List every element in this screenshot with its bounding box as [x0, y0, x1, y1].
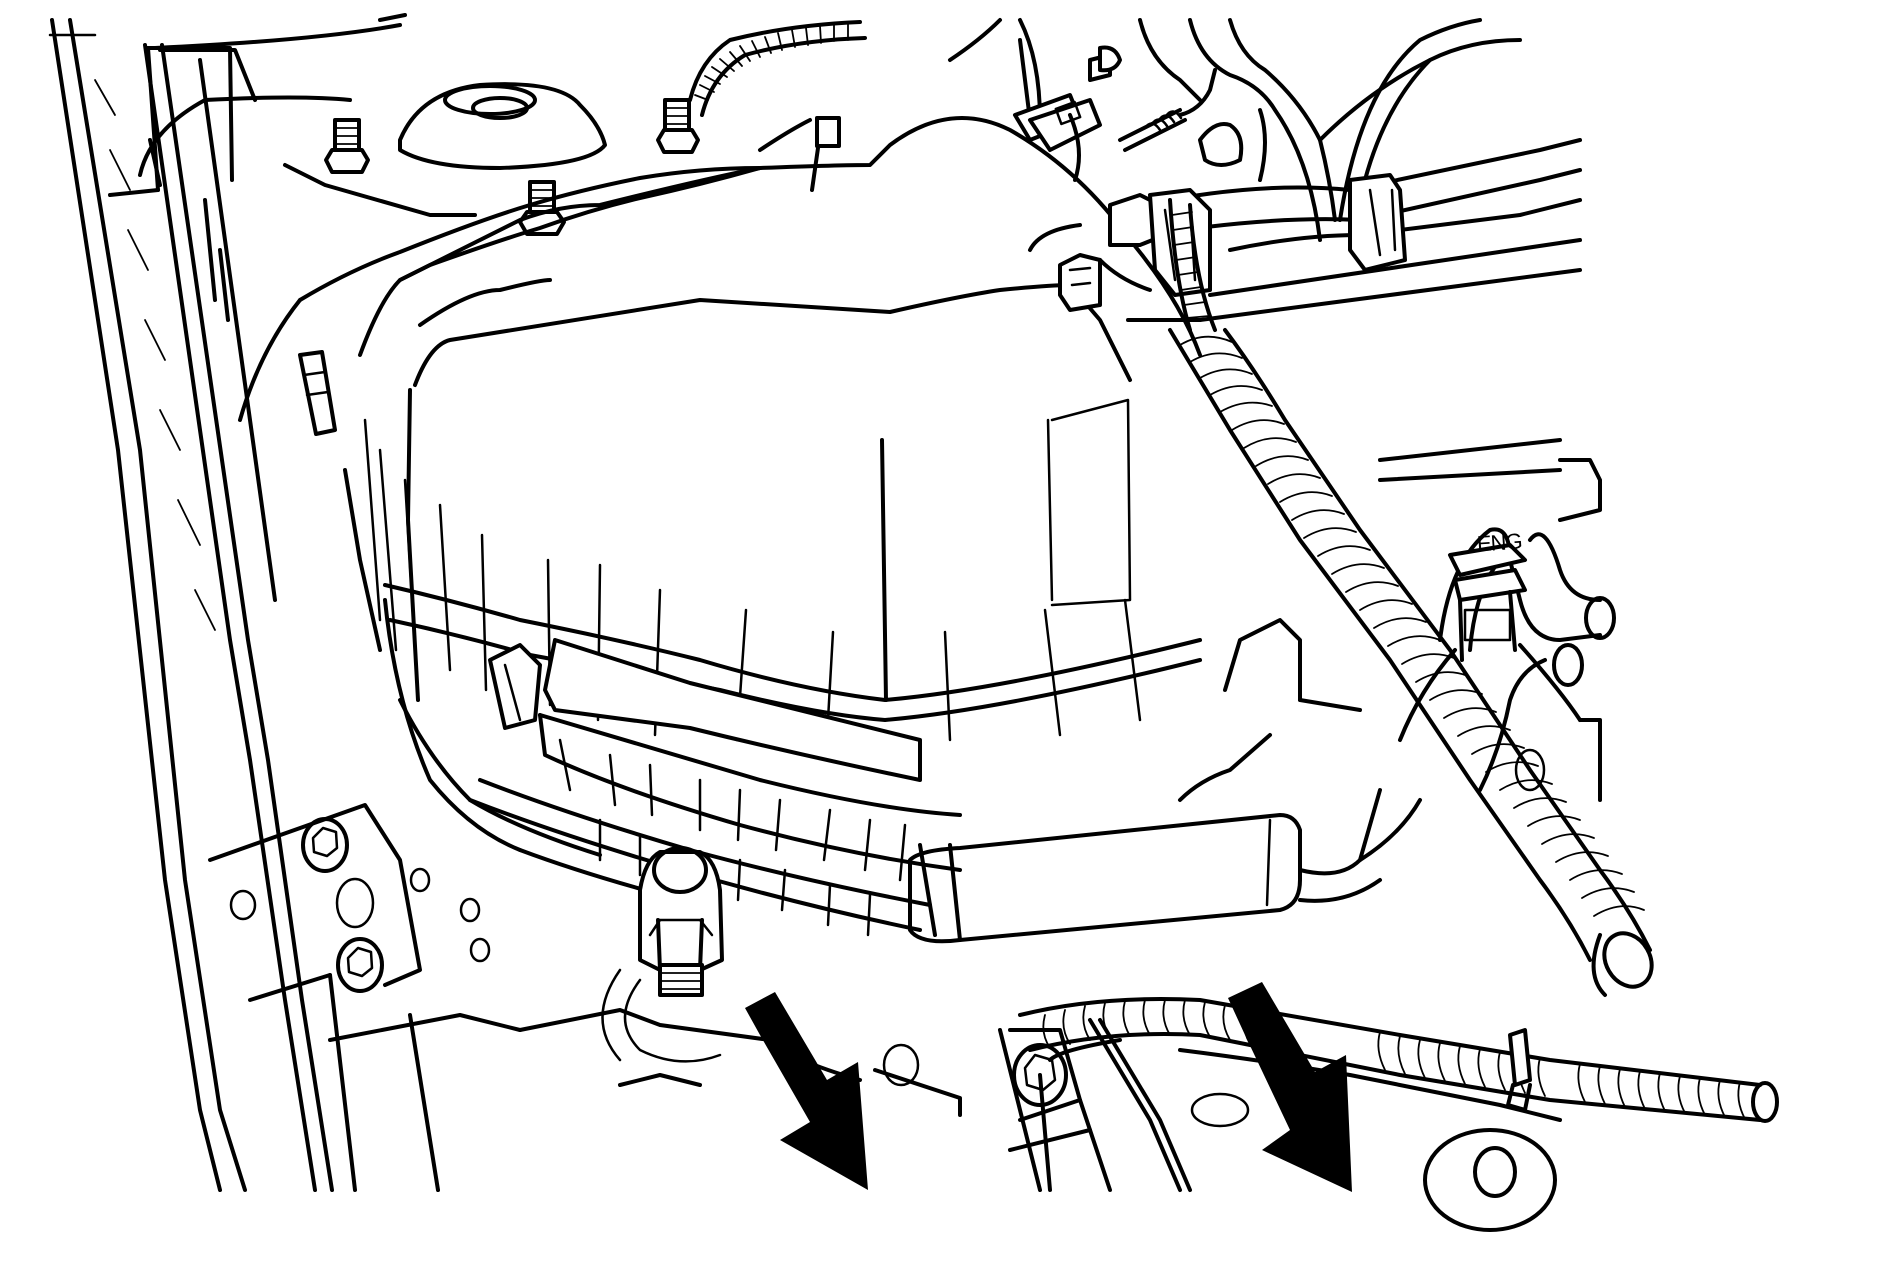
- large-nut: [601, 846, 724, 1063]
- housing-ribs: [343, 418, 1202, 757]
- removal-direction-arrow-left: [745, 992, 868, 1190]
- bracket-holes: [229, 867, 491, 963]
- air-cleaner-cover: [238, 116, 1202, 702]
- fender-rail: [48, 18, 440, 1192]
- eng-label: ENG: [1476, 528, 1523, 557]
- bottom-harness: [1018, 997, 1779, 1123]
- lower-housing: [383, 598, 962, 937]
- removal-direction-arrow-right: [1228, 982, 1352, 1192]
- panel-bolt: [1012, 1043, 1068, 1107]
- resonator-box: [908, 618, 1422, 944]
- strut-tower: [138, 13, 812, 217]
- lower-panel: [328, 1008, 1562, 1232]
- engine-top: [948, 18, 1582, 322]
- bracket-bolt-upper: [301, 817, 349, 873]
- upper-harness: [688, 20, 867, 117]
- main-harness-diagonal: [1168, 198, 1654, 997]
- coolant-hose: [1378, 438, 1616, 802]
- bracket-bolt-lower: [336, 937, 384, 993]
- sensor-connector: [1013, 45, 1244, 182]
- strut-mount: [398, 82, 607, 170]
